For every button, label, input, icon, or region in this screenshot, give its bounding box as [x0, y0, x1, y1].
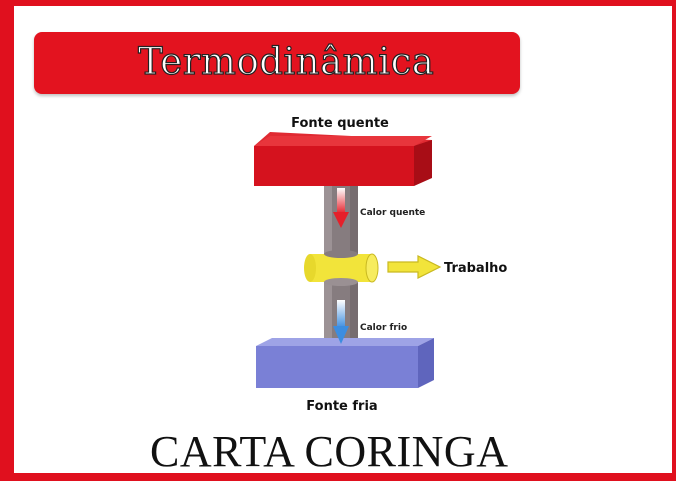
engine-cylinder: [304, 250, 379, 286]
cold-source-block: [256, 338, 434, 388]
cold-source-label: Fonte fria: [306, 399, 377, 414]
hot-heat-arrow: [333, 188, 349, 228]
work-arrow: [387, 255, 442, 279]
cold-heat-label: Calor frio: [360, 323, 407, 333]
work-label: Trabalho: [444, 261, 507, 276]
hot-heat-label: Calor quente: [360, 208, 425, 218]
hot-source-block: [254, 132, 432, 186]
card-footer: CARTA CORINGA: [150, 427, 509, 476]
cold-heat-arrow: [333, 300, 349, 344]
card-title: Termodinâmica: [137, 39, 435, 83]
hot-source-label: Fonte quente: [291, 116, 389, 131]
title-banner: [34, 32, 520, 94]
